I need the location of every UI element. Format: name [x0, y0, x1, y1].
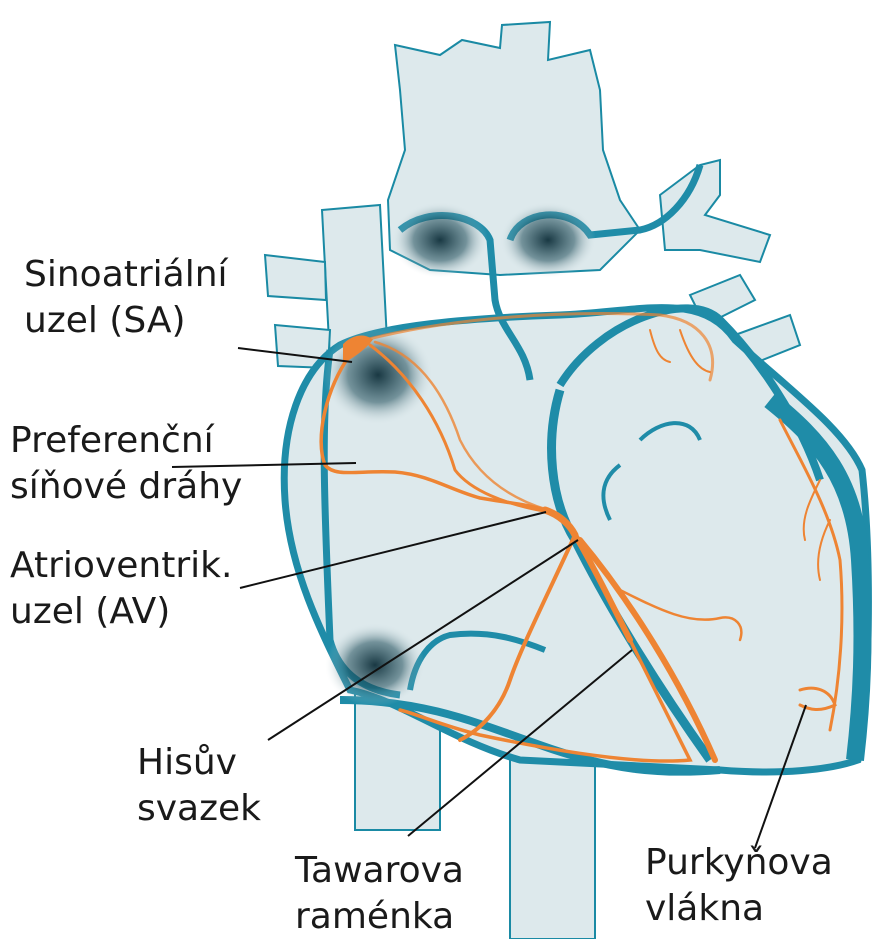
label-his-line1: Hisův	[137, 740, 261, 786]
label-tawara-branches: Tawarova raménka	[295, 848, 464, 940]
label-preferential-pathways: Preferenční síňové dráhy	[10, 418, 242, 510]
label-purkinje-fibers: Purkyňova vlákna	[645, 840, 833, 932]
label-pref-line1: Preferenční	[10, 418, 242, 464]
label-purkinje-line2: vlákna	[645, 886, 833, 932]
label-his-line2: svazek	[137, 786, 261, 832]
label-av-node: Atrioventrik. uzel (AV)	[10, 543, 232, 635]
label-av-line2: uzel (AV)	[10, 589, 232, 635]
label-tawara-line1: Tawarova	[295, 848, 464, 894]
descending-aorta	[510, 760, 595, 939]
label-sa-line1: Sinoatriální	[24, 252, 228, 298]
aorta-opening-shadow	[392, 202, 488, 278]
label-pref-line2: síňové dráhy	[10, 464, 242, 510]
label-his-bundle: Hisův svazek	[137, 740, 261, 832]
label-sa-node: Sinoatriální uzel (SA)	[24, 252, 228, 344]
label-tawara-line2: raménka	[295, 894, 464, 940]
label-sa-line2: uzel (SA)	[24, 298, 228, 344]
label-av-line1: Atrioventrik.	[10, 543, 232, 589]
left-pulmonary-vessel	[265, 255, 326, 300]
label-purkinje-line1: Purkyňova	[645, 840, 833, 886]
pulmonary-opening-shadow	[500, 202, 596, 278]
